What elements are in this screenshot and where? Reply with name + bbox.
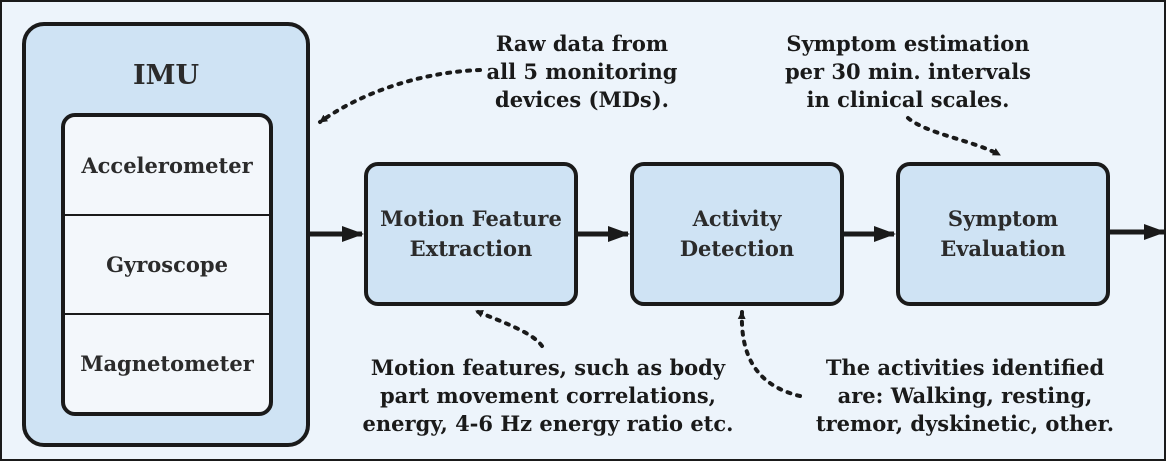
symptom-evaluation-block: Symptom Evaluation <box>896 162 1110 306</box>
annotation-line: energy, 4-6 Hz energy ratio etc. <box>362 411 734 436</box>
annotation-line: part movement correlations, <box>380 383 716 408</box>
sensor-accelerometer: Accelerometer <box>81 153 253 178</box>
symptom-estimation-annotation: Symptom estimation per 30 min. intervals… <box>764 30 1052 114</box>
dotted-pointer-activities <box>737 310 802 398</box>
annotation-line: all 5 monitoring <box>486 59 678 84</box>
sensor-gyroscope: Gyroscope <box>65 214 269 313</box>
annotation-line: per 30 min. intervals <box>784 59 1032 84</box>
annotation-line: are: Walking, resting, <box>837 383 1093 408</box>
imu-block: IMU Accelerometer Gyroscope Magnetometer <box>22 22 310 447</box>
motion-feature-extraction-block: Motion Feature Extraction <box>364 162 578 306</box>
annotation-line: tremor, dyskinetic, other. <box>815 411 1115 436</box>
sensor-magnetometer: Magnetometer <box>65 313 269 412</box>
dotted-pointer-symptom-estimation <box>906 116 1002 157</box>
annotation-line: The activities identified <box>825 355 1105 380</box>
block-label-line2: Extraction <box>409 236 533 261</box>
block-label-line2: Detection <box>679 236 795 261</box>
imu-title: IMU <box>132 60 200 91</box>
activity-detection-block: Activity Detection <box>630 162 844 306</box>
raw-data-annotation: Raw data from all 5 monitoring devices (… <box>448 30 716 114</box>
annotation-line: Motion features, such as body <box>370 355 726 380</box>
block-label-line2: Evaluation <box>940 236 1066 261</box>
annotation-line: Raw data from <box>495 31 669 56</box>
sensor-stack: Accelerometer Gyroscope Magnetometer <box>61 113 273 416</box>
dotted-pointer-motion-features <box>474 309 544 348</box>
activities-annotation: The activities identified are: Walking, … <box>802 354 1128 438</box>
annotation-line: Symptom estimation <box>786 31 1030 56</box>
block-label-line1: Symptom <box>947 206 1059 231</box>
annotation-line: in clinical scales. <box>806 87 1010 112</box>
block-label-line1: Motion Feature <box>380 206 562 231</box>
block-label-line1: Activity <box>692 206 782 231</box>
dotted-pointer-raw-data <box>318 68 482 124</box>
motion-features-annotation: Motion features, such as body part movem… <box>352 354 744 438</box>
annotation-line: devices (MDs). <box>495 87 669 112</box>
